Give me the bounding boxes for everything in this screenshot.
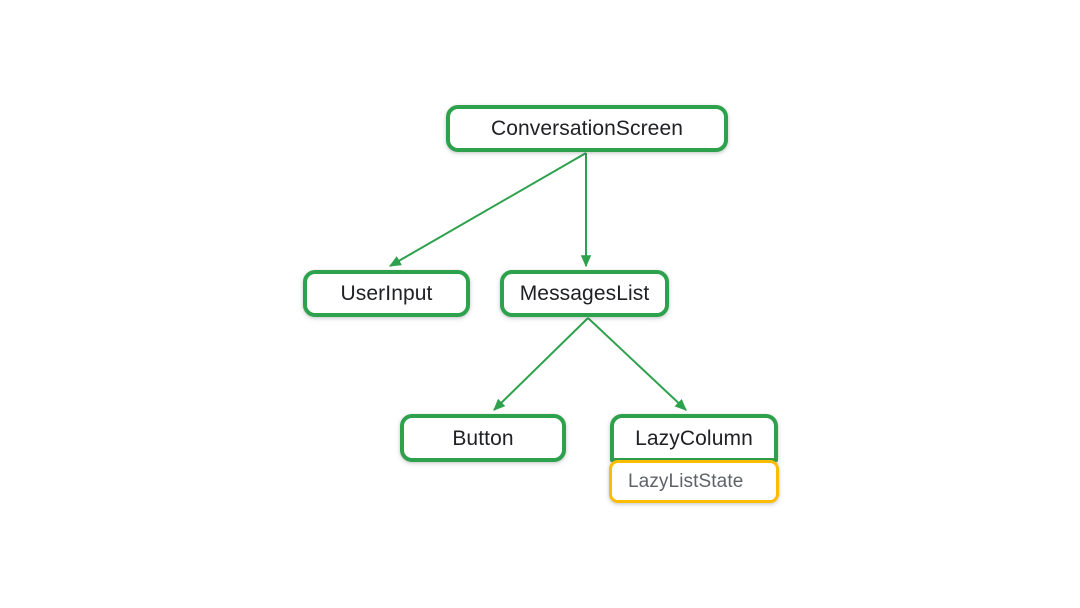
node-label-conversation-screen: ConversationScreen xyxy=(490,117,684,140)
node-user-input[interactable]: UserInput xyxy=(303,270,470,317)
node-button[interactable]: Button xyxy=(400,414,566,462)
node-label-lazy-list-state: LazyListState xyxy=(628,471,744,492)
node-conversation-screen[interactable]: ConversationScreen xyxy=(446,105,728,152)
node-label-button: Button xyxy=(452,426,514,450)
node-label-lazy-column: LazyColumn xyxy=(635,426,753,450)
edge-messageslist-to-lazycolumn xyxy=(587,317,687,411)
edge-conversation-to-userinput xyxy=(388,152,587,267)
node-lazy-column[interactable]: LazyColumn xyxy=(610,414,778,462)
node-messages-list[interactable]: MessagesList xyxy=(500,270,669,317)
node-label-user-input: UserInput xyxy=(340,282,433,305)
node-label-messages-list: MessagesList xyxy=(519,282,650,305)
edge-messageslist-to-button xyxy=(493,317,589,411)
node-lazy-list-state[interactable]: LazyListState xyxy=(609,460,779,503)
